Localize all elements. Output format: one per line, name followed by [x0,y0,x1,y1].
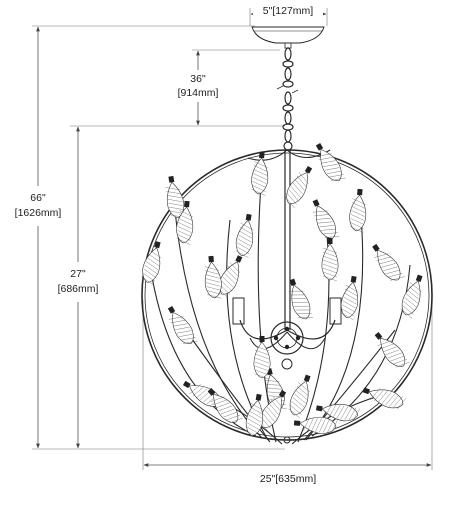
branch-stem [297,214,330,443]
crystal-drop [372,243,405,281]
crystal-drops [141,142,423,439]
fixture-height-label: 27" [70,268,86,280]
crystal-drop [141,241,162,286]
branch-stem [149,264,257,437]
crystal-drop [176,200,194,245]
crystal-drop [207,388,243,424]
crystal-drop [288,278,314,320]
crystal-drop [312,199,340,239]
chain-label-bg [165,70,231,102]
crystal-drop [284,165,313,209]
crystal-drop [288,374,311,419]
dimension-lines [32,8,433,470]
crystal-drop [258,389,287,433]
crystal-drop [167,305,198,345]
crystal-drop [340,275,359,321]
fixture-width-label: 25"[635mm] [260,473,316,485]
candle-arms [232,297,342,444]
overall-label-bg [4,186,74,226]
spherical-branch-pendant [141,142,433,445]
canopy-width-label: 5"[127mm] [263,5,313,17]
fixture-height-mm-label: [686mm] [58,283,99,295]
hanging-chain [275,47,301,151]
crystal-drop [204,255,222,299]
crystal-drop [315,403,361,422]
crystal-drop [251,151,269,196]
branch-stem [174,209,263,439]
crystal-drop [362,387,407,410]
crystal-drop [253,336,271,380]
dimension-labels: 5"[127mm] 36" [914mm] 66" [1626mm] 27" [… [4,3,326,486]
fixture-height-label-bg [48,262,112,302]
crystal-drop [293,416,338,434]
ceiling-canopy [251,26,325,49]
crystal-drop [245,393,264,439]
chain-length-mm-label: [914mm] [178,87,219,99]
canopy-label-bg [253,3,323,17]
crystal-drop [349,188,367,233]
width-label-bg [250,470,326,486]
crystal-drop [315,142,346,182]
crystal-drop [165,175,186,219]
overall-height-mm-label: [1626mm] [15,207,62,219]
branch-stem [247,149,288,161]
crystal-drop [235,213,254,259]
crystal-drop [321,238,339,282]
chain-length-label: 36" [190,73,206,85]
overall-height-label: 66" [30,192,46,204]
crystal-drop [400,274,423,319]
crystal-drop [217,255,243,299]
crystal-drop [374,332,410,368]
branch-stem [181,324,271,443]
